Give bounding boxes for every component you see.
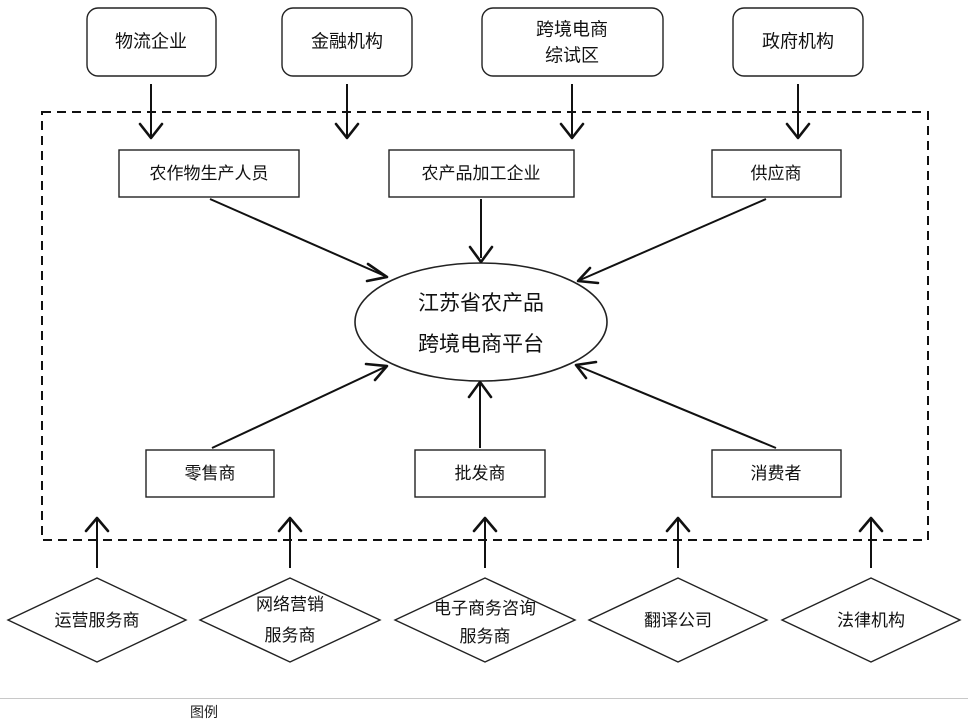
participant-suppliers: 供应商 (711, 149, 842, 198)
top-organization-cross-border-zone: 跨境电商 综试区 (481, 7, 664, 77)
participant-label: 供应商 (751, 164, 802, 184)
participant-label: 农产品加工企业 (422, 164, 541, 184)
service-label-line1: 电子商务咨询 (434, 599, 536, 619)
org-label: 政府机构 (762, 32, 834, 53)
participant-consumers: 消费者 (711, 449, 842, 498)
service-provider-operations: 运营服务商 (6, 577, 188, 663)
platform-node: 江苏省农产品 跨境电商平台 (354, 262, 608, 382)
service-provider-online-marketing: 网络营销 服务商 (198, 577, 382, 663)
arrow-consumers-to-platform (577, 365, 777, 449)
participant-crop-producers: 农作物生产人员 (118, 149, 300, 198)
participant-label: 消费者 (751, 464, 802, 484)
participant-label: 农作物生产人员 (150, 164, 269, 184)
arrow-suppliers-to-platform (579, 198, 767, 281)
footer-divider (0, 698, 968, 699)
top-organization-logistics: 物流企业 (86, 7, 217, 77)
service-label: 翻译公司 (644, 611, 712, 631)
service-label-line2: 服务商 (460, 627, 511, 647)
service-label: 运营服务商 (55, 611, 140, 631)
participant-wholesalers: 批发商 (414, 449, 546, 498)
platform-label-line2: 跨境电商平台 (418, 332, 544, 356)
org-label-line1: 跨境电商 (536, 20, 608, 41)
legend-label: 图例 (190, 705, 218, 721)
service-provider-translation: 翻译公司 (587, 577, 769, 663)
service-label-line1: 网络营销 (256, 595, 324, 615)
ecosystem-diagram: 物流企业 金融机构 跨境电商 综试区 政府机构 农作物生产人员 农产品加工企业 … (6, 7, 962, 663)
org-label: 金融机构 (311, 32, 383, 53)
participant-label: 批发商 (455, 464, 506, 484)
participant-retailers: 零售商 (145, 449, 275, 498)
service-provider-legal: 法律机构 (780, 577, 962, 663)
org-label-line2: 综试区 (545, 46, 599, 67)
arrow-retailers-to-platform (211, 366, 386, 449)
top-organization-finance: 金融机构 (281, 7, 413, 77)
org-label: 物流企业 (115, 32, 187, 53)
participant-processing-enterprises: 农产品加工企业 (388, 149, 575, 198)
top-organization-government: 政府机构 (732, 7, 864, 77)
service-label-line2: 服务商 (265, 626, 316, 646)
service-provider-ecommerce-consulting: 电子商务咨询 服务商 (393, 577, 577, 663)
service-label: 法律机构 (837, 611, 905, 631)
arrow-producers-to-platform (209, 198, 386, 277)
participant-label: 零售商 (185, 464, 236, 484)
platform-label-line1: 江苏省农产品 (418, 291, 544, 315)
